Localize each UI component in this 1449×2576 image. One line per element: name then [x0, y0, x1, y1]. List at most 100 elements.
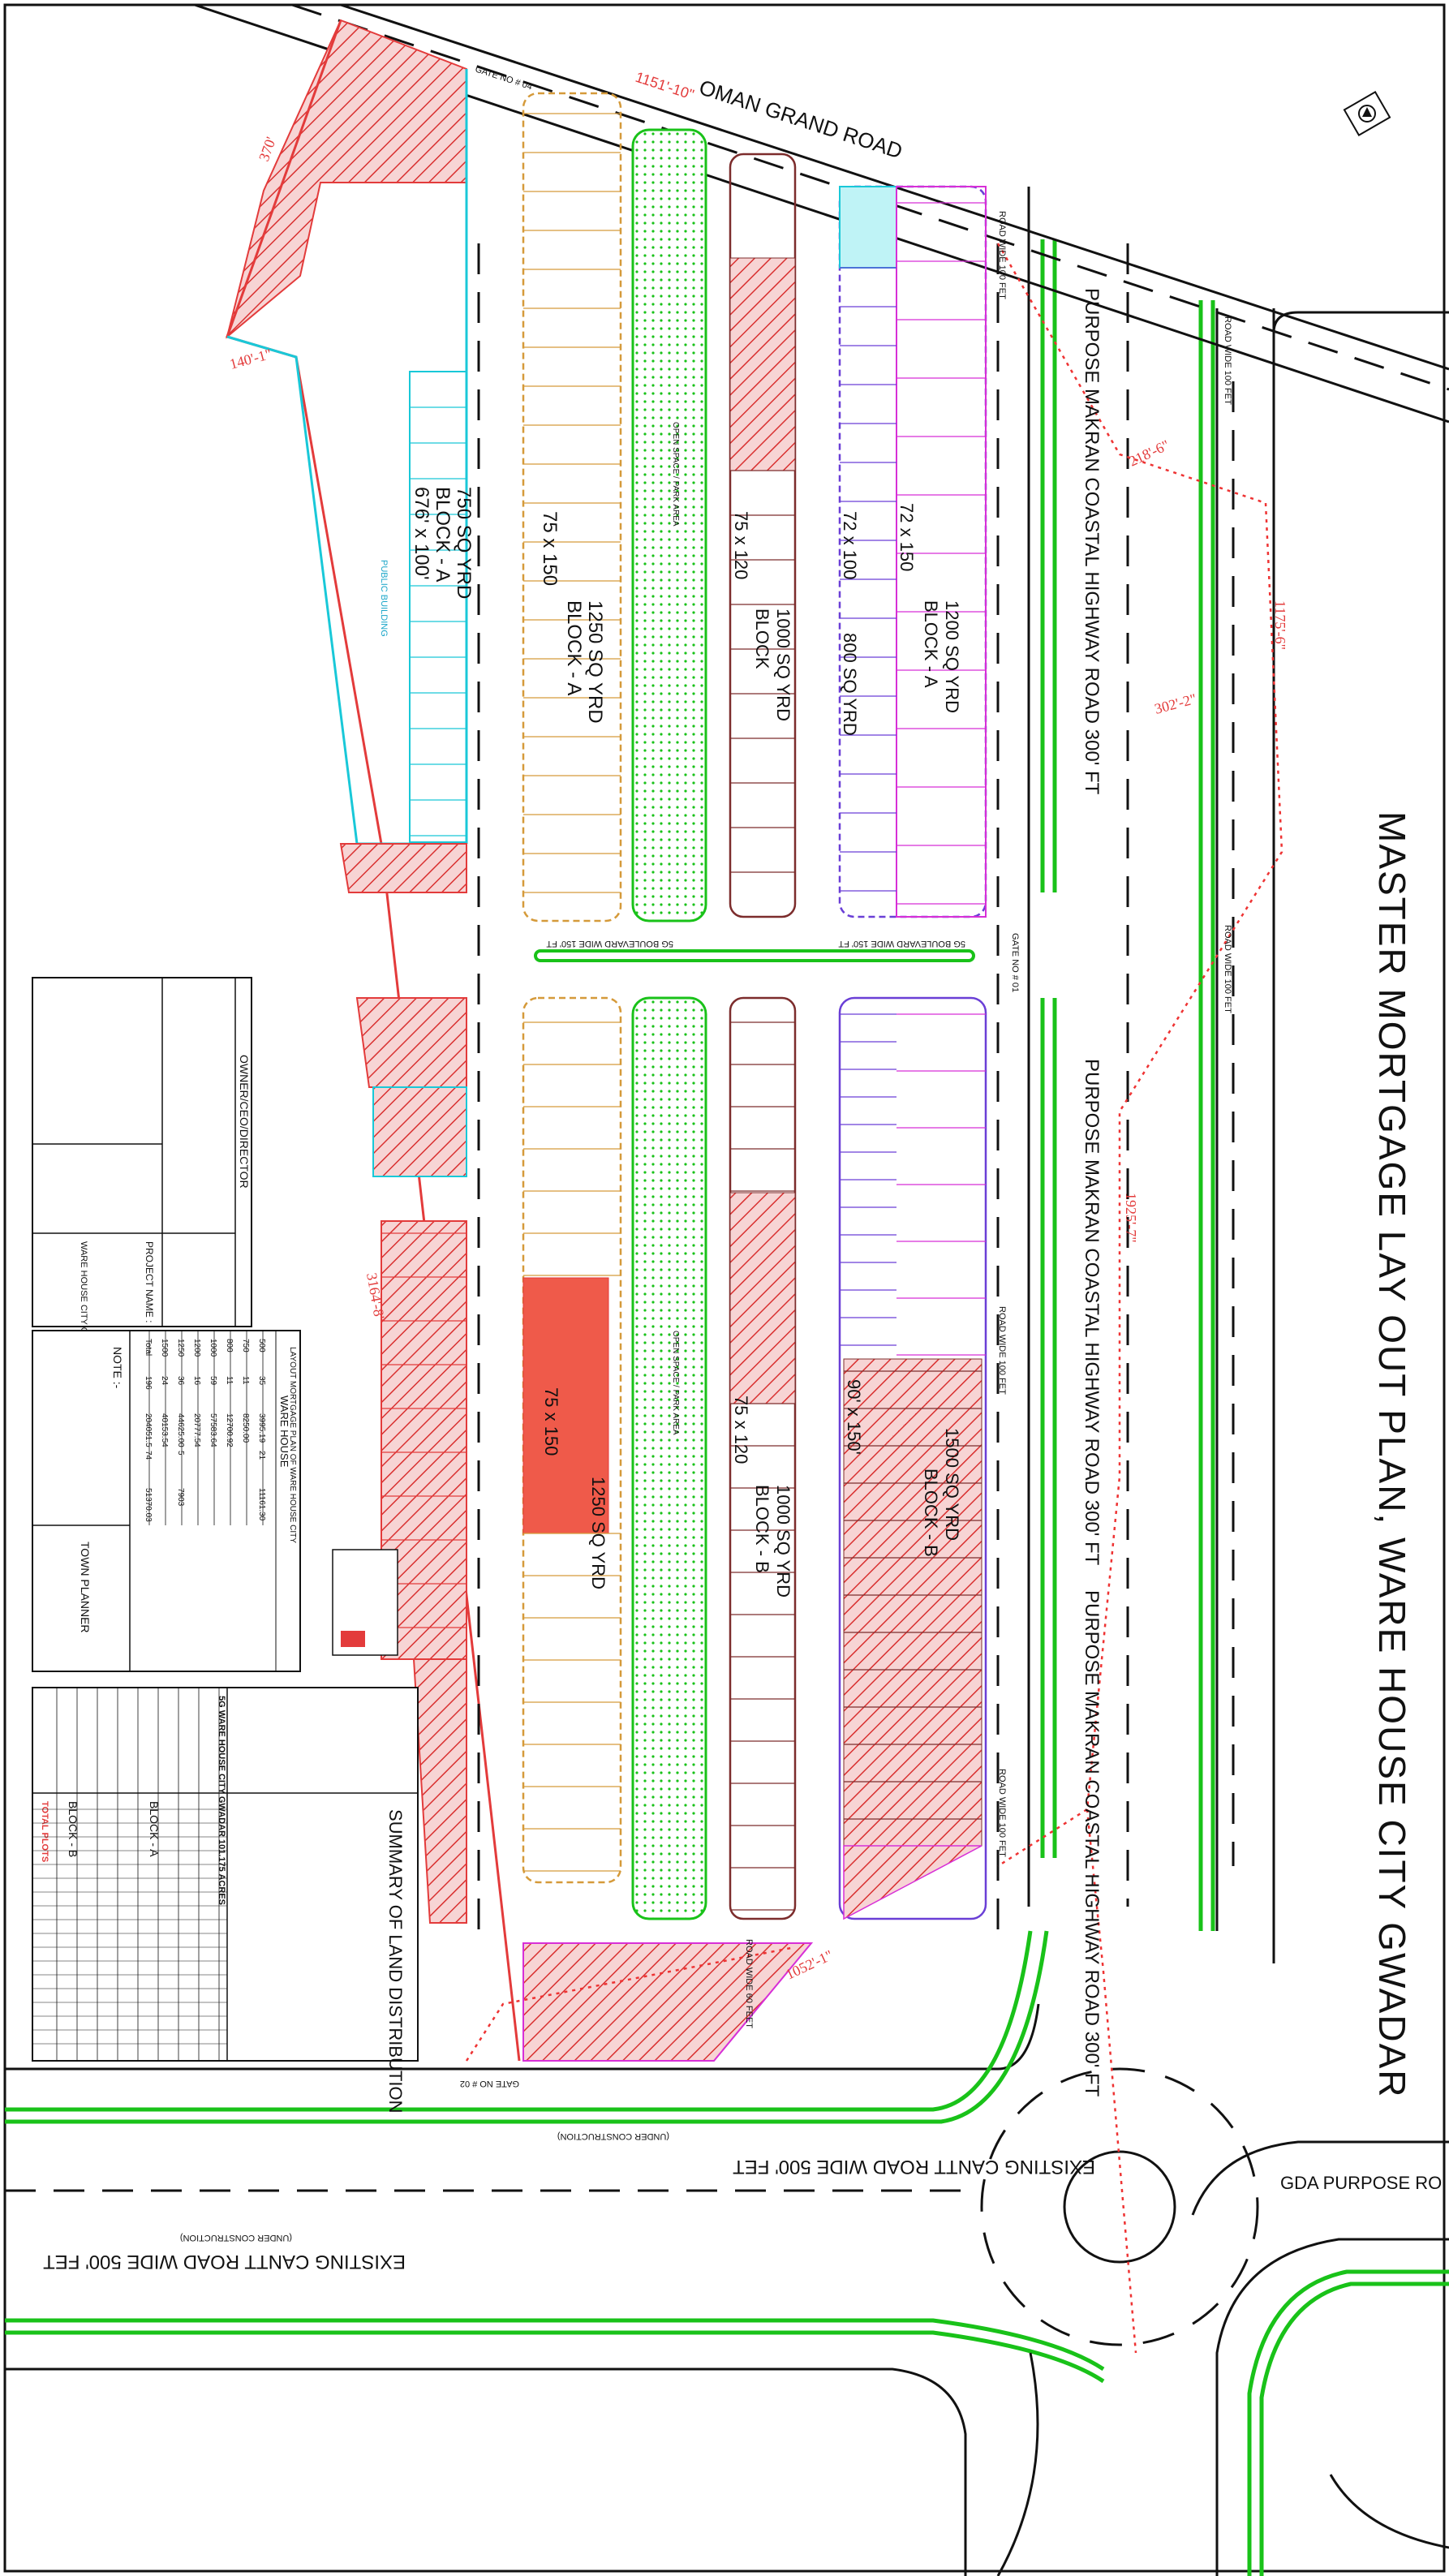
coastal-highway-label-1: PURPOSE MAKRAN COASTAL HIGHWAY ROAD 300'…	[1081, 288, 1103, 795]
block-a3-size: 75 x 120	[731, 511, 751, 579]
block-b3-size: 90' x 150'	[844, 1379, 864, 1455]
block-b2-name: BLOCK - B	[752, 1485, 772, 1573]
block-a2-size: 75 x 150	[539, 511, 561, 586]
park-label-upper: OPEN SPACE / PARK AREA	[671, 422, 680, 527]
public-building-label: PUBLIC BUILDING	[379, 560, 389, 637]
road-100-label-3: ROAD WIDE 100 FET	[997, 1769, 1007, 1857]
town-planner-label: TOWN PLANNER	[79, 1542, 92, 1633]
layout-cell: 1250	[176, 1339, 185, 1357]
sheet-frame	[3, 3, 1446, 2573]
block-b-lower	[522, 996, 987, 2062]
summary-block-a-label: BLOCK - A	[148, 1801, 161, 1857]
layout-cell: 16	[192, 1376, 201, 1386]
survey-lines	[465, 243, 1283, 2354]
block-b2-size: 75 x 120	[731, 1396, 751, 1464]
park-label-lower: OPEN SPACE / PARK AREA	[671, 1331, 680, 1435]
layout-table-heading: LAYOUT MORTGAGE PLAN OF WARE HOUSE CITY	[288, 1347, 297, 1543]
block-a5-area: 1200 SQ YRD	[942, 600, 962, 713]
layout-cell: 12700.92	[225, 1413, 234, 1447]
block-a2-area: 1250 SQ YRD	[584, 600, 606, 724]
measure-370: 370'	[256, 135, 279, 163]
cantt-road-upper-label: EXISTING CANTT ROAD WIDE 500' FET	[733, 2156, 1095, 2178]
layout-cell: 36	[176, 1376, 185, 1386]
owner-heading: OWNER/CEO/DIRECTOR	[238, 1055, 251, 1189]
block-b3-name: BLOCK - B	[921, 1469, 941, 1557]
layout-cell: 11	[241, 1376, 250, 1385]
layout-cell: 750	[241, 1339, 250, 1353]
layout-cell: 1200	[192, 1339, 201, 1357]
layout-cell: 7903	[176, 1488, 185, 1507]
land-distribution-summary: SUMMARY OF LAND DISTRIBUTION 5G WARE HOU…	[32, 1687, 419, 2113]
layout-cell: 21	[257, 1451, 266, 1460]
west-boundary	[226, 19, 521, 2062]
summary-block-b-label: BLOCK - B	[67, 1801, 80, 1857]
block-a1-area: 750 SQ YRD	[453, 487, 475, 599]
measure-218: 218'-6"	[1126, 437, 1172, 469]
road-100-label-1: ROAD WIDE 100 FET	[997, 211, 1007, 299]
block-a1-name: BLOCK - A	[432, 487, 454, 582]
measure-1175: 1175'-6"	[1272, 600, 1288, 650]
layout-table-box: LAYOUT MORTGAGE PLAN OF WARE HOUSE CITY …	[32, 1330, 398, 1672]
north-arrow-icon	[1343, 91, 1391, 136]
block-a4-area: 800 SQ YRD	[840, 633, 860, 736]
layout-cell: 800	[225, 1339, 234, 1353]
layout-cell: 1500	[160, 1339, 169, 1357]
layout-cell: 11161.30	[257, 1488, 266, 1521]
layout-cell: 500	[257, 1339, 266, 1353]
layout-cell: 44625.00	[176, 1413, 185, 1447]
layout-cell: 196	[144, 1376, 153, 1390]
road-60-label: ROAD WIDE 60 FEET	[744, 1939, 754, 2028]
plan-title: MASTER MORTGAGE LAY OUT PLAN, WARE HOUSE…	[1371, 811, 1413, 2098]
layout-cell: Total	[144, 1339, 153, 1356]
layout-cell: 5	[176, 1451, 185, 1456]
layout-table-note: NOTE :-	[111, 1347, 124, 1389]
layout-cell: 11	[225, 1376, 234, 1385]
layout-cell: 8250.00	[241, 1413, 250, 1443]
measure-1925: 1925'-7"	[1123, 1193, 1139, 1243]
coastal-highway-label-3: PURPOSE MAKRAN COASTAL HIGHWAY ROAD 300'…	[1081, 1590, 1103, 2097]
boulevard-label-2: 5G BOULEVARD WIDE 150' FT	[838, 939, 965, 948]
block-a5-size: 72 x 150	[896, 503, 917, 571]
summary-sub: 5G WARE HOUSE CITY GWADAR 101.175 ACRES	[217, 1696, 226, 1905]
boulevard-label-1: 5G BOULEVARD WIDE 150' FT	[546, 939, 673, 948]
plot-subdivisions	[381, 113, 986, 1911]
gate-01-label: GATE NO # 01	[1010, 933, 1020, 992]
measure-302: 302'-2"	[1153, 690, 1198, 717]
project-heading: PROJECT NAME :	[144, 1241, 155, 1322]
coastal-highway	[1027, 187, 1449, 1963]
owner-info-box: OWNER/CEO/DIRECTOR PROJECT NAME : WARE H…	[32, 977, 252, 1367]
layout-cell: 51370.03	[144, 1488, 153, 1522]
block-a3-name: BLOCK	[752, 609, 772, 669]
road-100-label-2: ROAD WIDE 100 FET	[997, 1306, 1007, 1395]
road-100-label-4: ROAD WIDE 100 FET	[1223, 316, 1232, 405]
measure-140: 140'-1"	[228, 346, 273, 372]
block-a5-name: BLOCK - A	[921, 600, 941, 688]
block-a-upper-column-1	[522, 92, 987, 922]
road-100-label-5: ROAD WIDE 100 FET	[1223, 925, 1232, 1013]
gate-02-label: GATE NO # 02	[460, 2079, 519, 2088]
layout-cell: 3995.19	[257, 1413, 266, 1443]
gate-04-label: GATE NO # 04	[474, 64, 533, 92]
boulevard-strip	[477, 243, 1000, 1931]
gda-purpose-road-label: GDA PURPOSE RO	[1280, 2173, 1442, 2193]
under-construction-upper: (UNDER CONSTRUCTION)	[557, 2131, 669, 2141]
summary-total-label: TOTAL PLOTS	[40, 1801, 49, 1862]
layout-cell: 74	[144, 1451, 153, 1460]
coastal-highway-label-2: PURPOSE MAKRAN COASTAL HIGHWAY ROAD 300'…	[1081, 1059, 1103, 1566]
block-b2-area: 1000 SQ YRD	[773, 1485, 793, 1598]
block-b3-area: 1500 SQ YRD	[942, 1428, 962, 1541]
block-a3-area: 1000 SQ YRD	[773, 609, 793, 721]
summary-heading: SUMMARY OF LAND DISTRIBUTION	[385, 1809, 406, 2113]
layout-cell: 57583.64	[209, 1413, 217, 1447]
cantt-road-lower-label: EXISTING CANTT ROAD WIDE 500' FET	[43, 2251, 406, 2273]
layout-cell: 59	[209, 1376, 217, 1386]
block-b1-size: 75 x 150	[541, 1387, 561, 1456]
layout-table-subheading: WARE HOUSE	[278, 1396, 290, 1468]
block-a2-name: BLOCK - A	[563, 600, 585, 695]
block-b1-area: 1250 SQ YRD	[588, 1477, 608, 1589]
measure-1151: 1151'-10"	[634, 69, 696, 103]
layout-cell: 204051.5	[144, 1413, 153, 1447]
layout-cell: 1000	[209, 1339, 217, 1357]
block-a1-size: 676' x 100'	[411, 487, 432, 580]
